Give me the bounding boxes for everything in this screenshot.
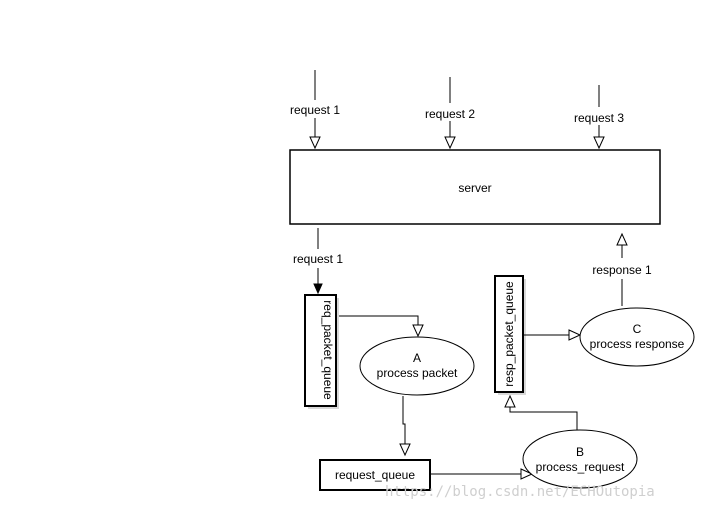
process-request-ellipse — [522, 429, 638, 489]
request-queue-label: request_queue — [335, 468, 415, 482]
server-label: server — [458, 181, 491, 195]
process-response-node: C process response — [579, 307, 695, 367]
request-queue-box — [319, 459, 431, 491]
process-request-letter: B — [576, 445, 584, 459]
outgoing-response-1: response 1 — [592, 232, 652, 306]
resp-packet-queue-box — [494, 275, 524, 393]
request-queue-node: request_queue — [319, 459, 431, 491]
request-3-label: request 3 — [574, 111, 624, 125]
process-request-label: process_request — [536, 460, 625, 474]
server-node: server — [289, 149, 661, 225]
process-packet-ellipse — [359, 336, 475, 396]
req-packet-queue-label: req_packet_queue — [321, 300, 335, 400]
process-packet-node: A process packet — [359, 336, 475, 396]
response-1-label: response 1 — [592, 263, 652, 277]
outgoing-request-1: request 1 — [293, 228, 343, 295]
edge-queue-to-process-packet — [339, 315, 424, 338]
process-packet-label: process packet — [377, 366, 458, 380]
watermark-text: https://blog.csdn.net/ECHOutopia — [385, 484, 655, 500]
resp-packet-queue-node: resp_packet_queue — [494, 275, 526, 395]
req-packet-queue-box — [304, 294, 337, 407]
request-out-label: request 1 — [293, 252, 343, 266]
request-1-label: request 1 — [290, 103, 340, 117]
edge-process-request-to-resp-queue — [504, 394, 578, 430]
process-response-label: process response — [590, 337, 685, 351]
process-response-ellipse — [579, 307, 695, 367]
process-request-node: B process_request — [522, 429, 638, 489]
server-box — [289, 149, 661, 225]
incoming-request-2: request 2 — [425, 77, 475, 150]
process-response-letter: C — [633, 322, 642, 336]
process-packet-letter: A — [413, 351, 421, 365]
req-packet-queue-node: req_packet_queue — [304, 294, 339, 409]
edge-process-packet-to-request-queue — [399, 396, 411, 457]
incoming-request-3: request 3 — [574, 85, 624, 150]
incoming-request-1: request 1 — [290, 70, 340, 150]
resp-packet-queue-label: resp_packet_queue — [502, 281, 516, 387]
request-2-label: request 2 — [425, 107, 475, 121]
